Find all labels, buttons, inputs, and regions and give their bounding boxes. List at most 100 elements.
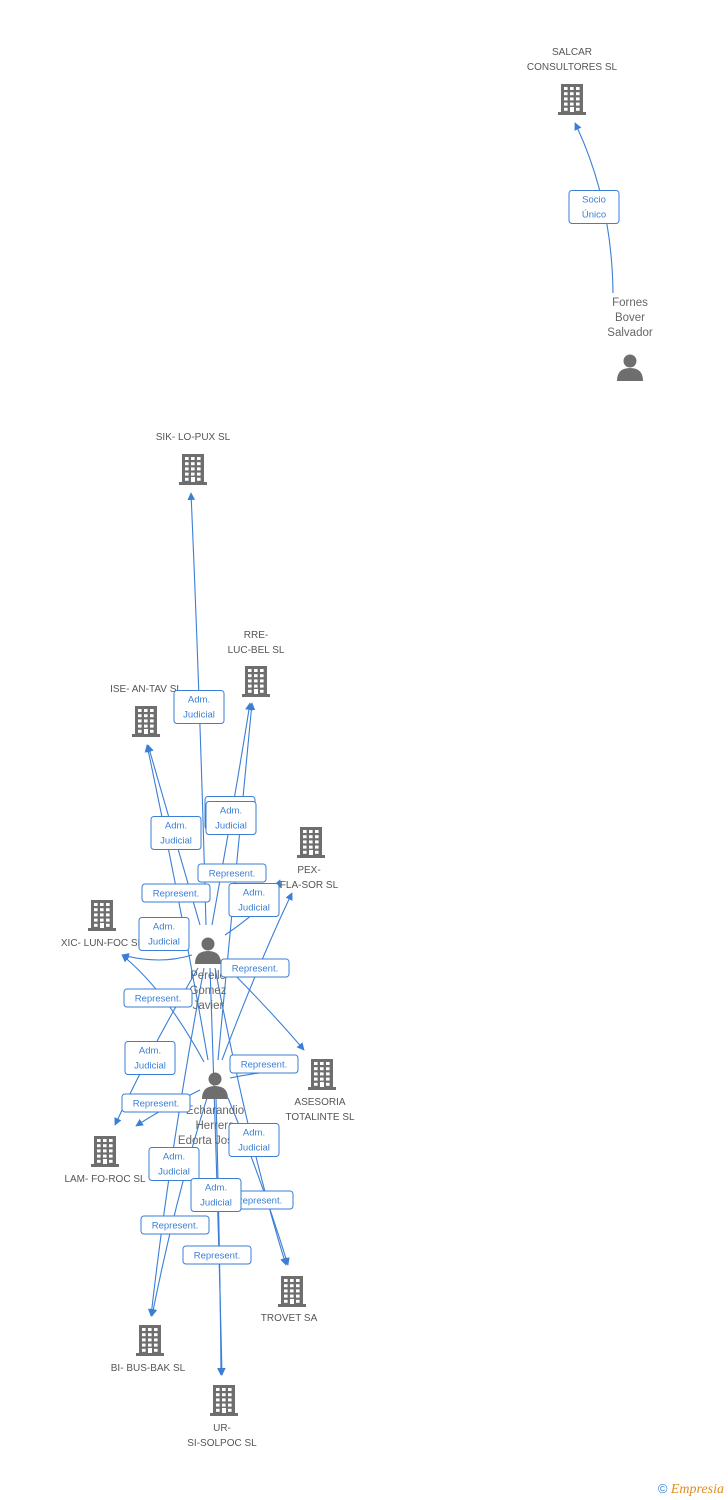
building-base	[558, 112, 586, 115]
building-window	[103, 1154, 107, 1158]
building-window	[284, 1299, 288, 1303]
building-window	[94, 913, 98, 917]
node-ise[interactable]: ISE- AN-TAV SL	[110, 684, 182, 737]
edge-label-echarandio-to-ur[interactable]: Adm.Judicial	[190, 1178, 242, 1212]
building-window	[254, 669, 258, 672]
edge-label-perello-to-sik[interactable]: Adm. Judicial	[173, 690, 225, 724]
building-window	[314, 1077, 318, 1081]
edge-label-perello-to-ur[interactable]: Represent.	[182, 1245, 252, 1265]
edge-perello-to-xic	[121, 953, 193, 961]
node-label-line: TOTALINTE SL	[285, 1112, 355, 1123]
edge-label-text: Judicial	[148, 937, 180, 948]
edge-label-box	[141, 883, 211, 903]
building-door	[320, 1082, 324, 1087]
node-label-line: SI-SOLPOC SL	[187, 1438, 257, 1449]
building-window	[185, 457, 189, 460]
building-window	[109, 1144, 113, 1148]
edge-label-box	[205, 801, 257, 835]
building-window	[97, 1149, 101, 1153]
building-window	[315, 845, 319, 849]
edge-label-box	[140, 1215, 210, 1235]
node-rre[interactable]: RRE-LUC-BEL SL	[228, 630, 285, 697]
edge-label-text: Judicial	[238, 1143, 270, 1154]
building-window	[106, 913, 110, 917]
edge-label-text: Adm.	[153, 922, 175, 933]
node-label-line: Herrera	[196, 1120, 236, 1132]
edge-label-perello-to-trovet[interactable]: Adm.Judicial	[228, 1123, 280, 1157]
building-window	[100, 913, 104, 917]
building-icon	[136, 1325, 164, 1356]
edge-label-box	[228, 1123, 280, 1157]
edge-label-perello-to-asesoria[interactable]: Represent.	[220, 958, 290, 978]
building-window	[142, 1348, 146, 1352]
building-window	[94, 918, 98, 922]
building-window	[315, 835, 319, 839]
edge-label-echarandio-to-asesoria[interactable]: Represent.	[229, 1054, 299, 1074]
node-sik[interactable]: SIK- LO-PUX SL	[156, 432, 231, 485]
building-window	[138, 729, 142, 733]
node-trovet[interactable]: TROVET SA	[261, 1276, 318, 1324]
building-window	[228, 1408, 232, 1412]
building-window	[138, 719, 142, 723]
building-window	[254, 679, 258, 683]
edge-label-echarandio-to-lam[interactable]: Represent.	[121, 1093, 191, 1113]
edge-label-text: Represent.	[236, 1196, 282, 1207]
edge-label-perello-to-xic[interactable]: Represent.	[123, 988, 193, 1008]
building-window	[290, 1289, 294, 1293]
node-bi[interactable]: BI- BUS-BAK SL	[111, 1325, 186, 1374]
edge-label-text: Adm.	[243, 888, 265, 899]
building-window	[315, 840, 319, 844]
building-window	[303, 830, 307, 833]
edge-label-echarandio-to-xic[interactable]: Adm. Judicial	[138, 917, 190, 951]
building-base	[132, 734, 160, 737]
person-head	[208, 1072, 222, 1086]
building-door	[290, 1299, 294, 1304]
building-window	[103, 1149, 107, 1153]
building-window	[150, 709, 154, 712]
edge-label-perello-to-bi[interactable]: Represent.	[140, 1215, 210, 1235]
building-window	[326, 1062, 330, 1065]
building-window	[191, 462, 195, 466]
edge-label-text: Judicial	[183, 710, 215, 721]
edge-label-text: Adm.	[165, 821, 187, 832]
edge-label-box	[121, 1093, 191, 1113]
building-window	[228, 1403, 232, 1407]
node-label-line: PEX-	[297, 865, 320, 876]
edges-layer	[114, 122, 614, 1376]
building-door	[254, 689, 258, 694]
building-base	[91, 1164, 119, 1167]
edge-label-echarandio-to-pex[interactable]: Adm.Judicial	[228, 883, 280, 917]
building-window	[309, 830, 313, 833]
edge-label-perello-to-lam[interactable]: Adm.Judicial	[124, 1041, 176, 1075]
node-pex[interactable]: PEX-FLA-SOR SL	[280, 827, 339, 891]
building-window	[150, 729, 154, 733]
copyright-symbol: ©	[657, 1481, 668, 1496]
building-window	[309, 840, 313, 844]
edge-label-box	[228, 883, 280, 917]
edge-label-perello-to-ise[interactable]: Adm.Judicial	[150, 816, 202, 850]
person-body	[617, 368, 643, 381]
edge-label-echarandio-to-ise[interactable]: Represent.	[141, 883, 211, 903]
edge-label-text: Adm.	[188, 695, 210, 706]
edge-label-echarandio-to-rre[interactable]: Adm.Judicial	[205, 801, 257, 835]
building-window	[254, 684, 258, 688]
edge-label-echarandio-to-bi[interactable]: Adm.Judicial	[148, 1147, 200, 1181]
node-ur[interactable]: UR-SI-SOLPOC SL	[187, 1385, 257, 1449]
building-window	[222, 1403, 226, 1407]
building-base	[136, 1353, 164, 1356]
building-window	[148, 1338, 152, 1342]
edge-label-box	[182, 1245, 252, 1265]
building-window	[154, 1338, 158, 1342]
building-window	[296, 1294, 300, 1298]
building-window	[309, 835, 313, 839]
node-label-line: Gomez	[189, 985, 226, 997]
node-lam[interactable]: LAM- FO-ROC SL	[64, 1136, 146, 1185]
node-xic[interactable]: XIC- LUN-FOC SL	[61, 900, 144, 949]
edge-label-perello-to-pex[interactable]: Represent.	[197, 863, 267, 883]
footer-brand[interactable]: © Empresia	[658, 1481, 724, 1498]
